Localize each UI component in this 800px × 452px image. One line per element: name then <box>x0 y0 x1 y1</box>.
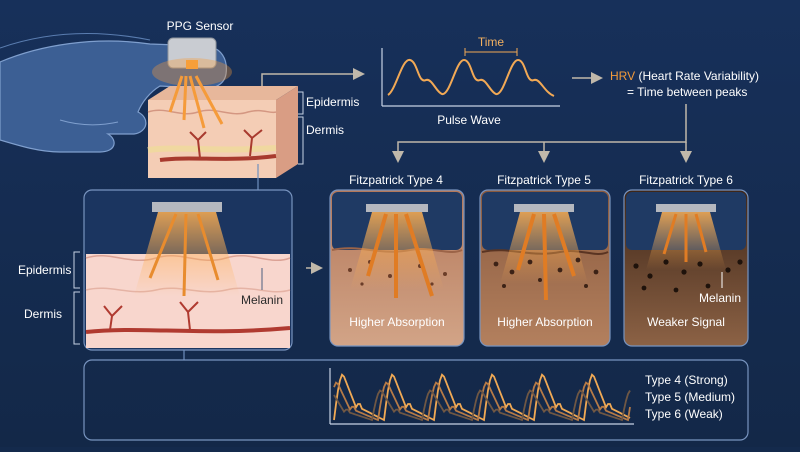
detail-light-arrows <box>148 213 220 297</box>
dermis-label-detail: Dermis <box>24 307 62 321</box>
wrist-line <box>0 33 151 49</box>
wave-type5 <box>333 381 631 422</box>
knuckle-line <box>59 119 119 126</box>
comparison-panel <box>83 359 749 441</box>
panel-type6-caption: Weaker Signal <box>647 315 725 329</box>
panel-type4-sensor <box>366 204 428 212</box>
epidermis-label-top: Epidermis <box>306 95 359 109</box>
dermis-bracket <box>298 116 304 165</box>
sensor-led <box>186 60 198 69</box>
panel-type4-caption: Higher Absorption <box>349 315 444 329</box>
sensor-label: PPG Sensor <box>167 19 234 33</box>
panel-type5-title: Fitzpatrick Type 5 <box>497 173 591 187</box>
detail-beam <box>134 212 240 296</box>
panel-type6-sensor <box>656 204 716 212</box>
sensor-glow <box>152 58 232 86</box>
wave-type6 <box>333 389 631 422</box>
branch-connector <box>392 104 687 163</box>
panel-type6-melanin-label: Melanin <box>699 291 741 305</box>
legend-type4: Type 4 (Strong) <box>645 373 728 387</box>
panel-type5-caption: Higher Absorption <box>497 315 592 329</box>
panel-type4-arrows <box>366 213 434 298</box>
skin-block-top <box>147 86 298 178</box>
panel-type6-arrows <box>662 213 708 262</box>
wave-type4 <box>333 373 631 422</box>
dermis-label-top: Dermis <box>306 123 344 137</box>
panel-type4-title: Fitzpatrick Type 4 <box>349 173 443 187</box>
legend-type6: Type 6 (Weak) <box>645 407 723 421</box>
connector-to-pulse <box>261 68 365 86</box>
panel-type5-melanin <box>493 257 599 288</box>
panel-type5-arrows <box>516 213 576 301</box>
epidermis-label-detail: Epidermis <box>18 263 71 277</box>
pulse-wave-line <box>387 58 555 97</box>
panel-type5-sensor <box>514 204 574 212</box>
legend-type5: Type 5 (Medium) <box>645 390 735 404</box>
detail-sensor <box>152 202 222 212</box>
hrv-title: HRV (Heart Rate Variability) <box>610 69 759 83</box>
pulse-wave-label: Pulse Wave <box>437 113 501 127</box>
hand-illustration <box>0 40 227 153</box>
hrv-definition: = Time between peaks <box>627 85 747 99</box>
detail-epidermis-bracket <box>73 251 80 289</box>
panel-type6-title: Fitzpatrick Type 6 <box>639 173 733 187</box>
epidermis-bracket <box>298 91 304 115</box>
panel-type6-melanin <box>633 259 743 293</box>
melanin-label-detail: Melanin <box>241 293 283 307</box>
time-label: Time <box>478 35 505 49</box>
detail-dermis-bracket <box>73 291 80 345</box>
light-arrows-top <box>168 75 224 129</box>
